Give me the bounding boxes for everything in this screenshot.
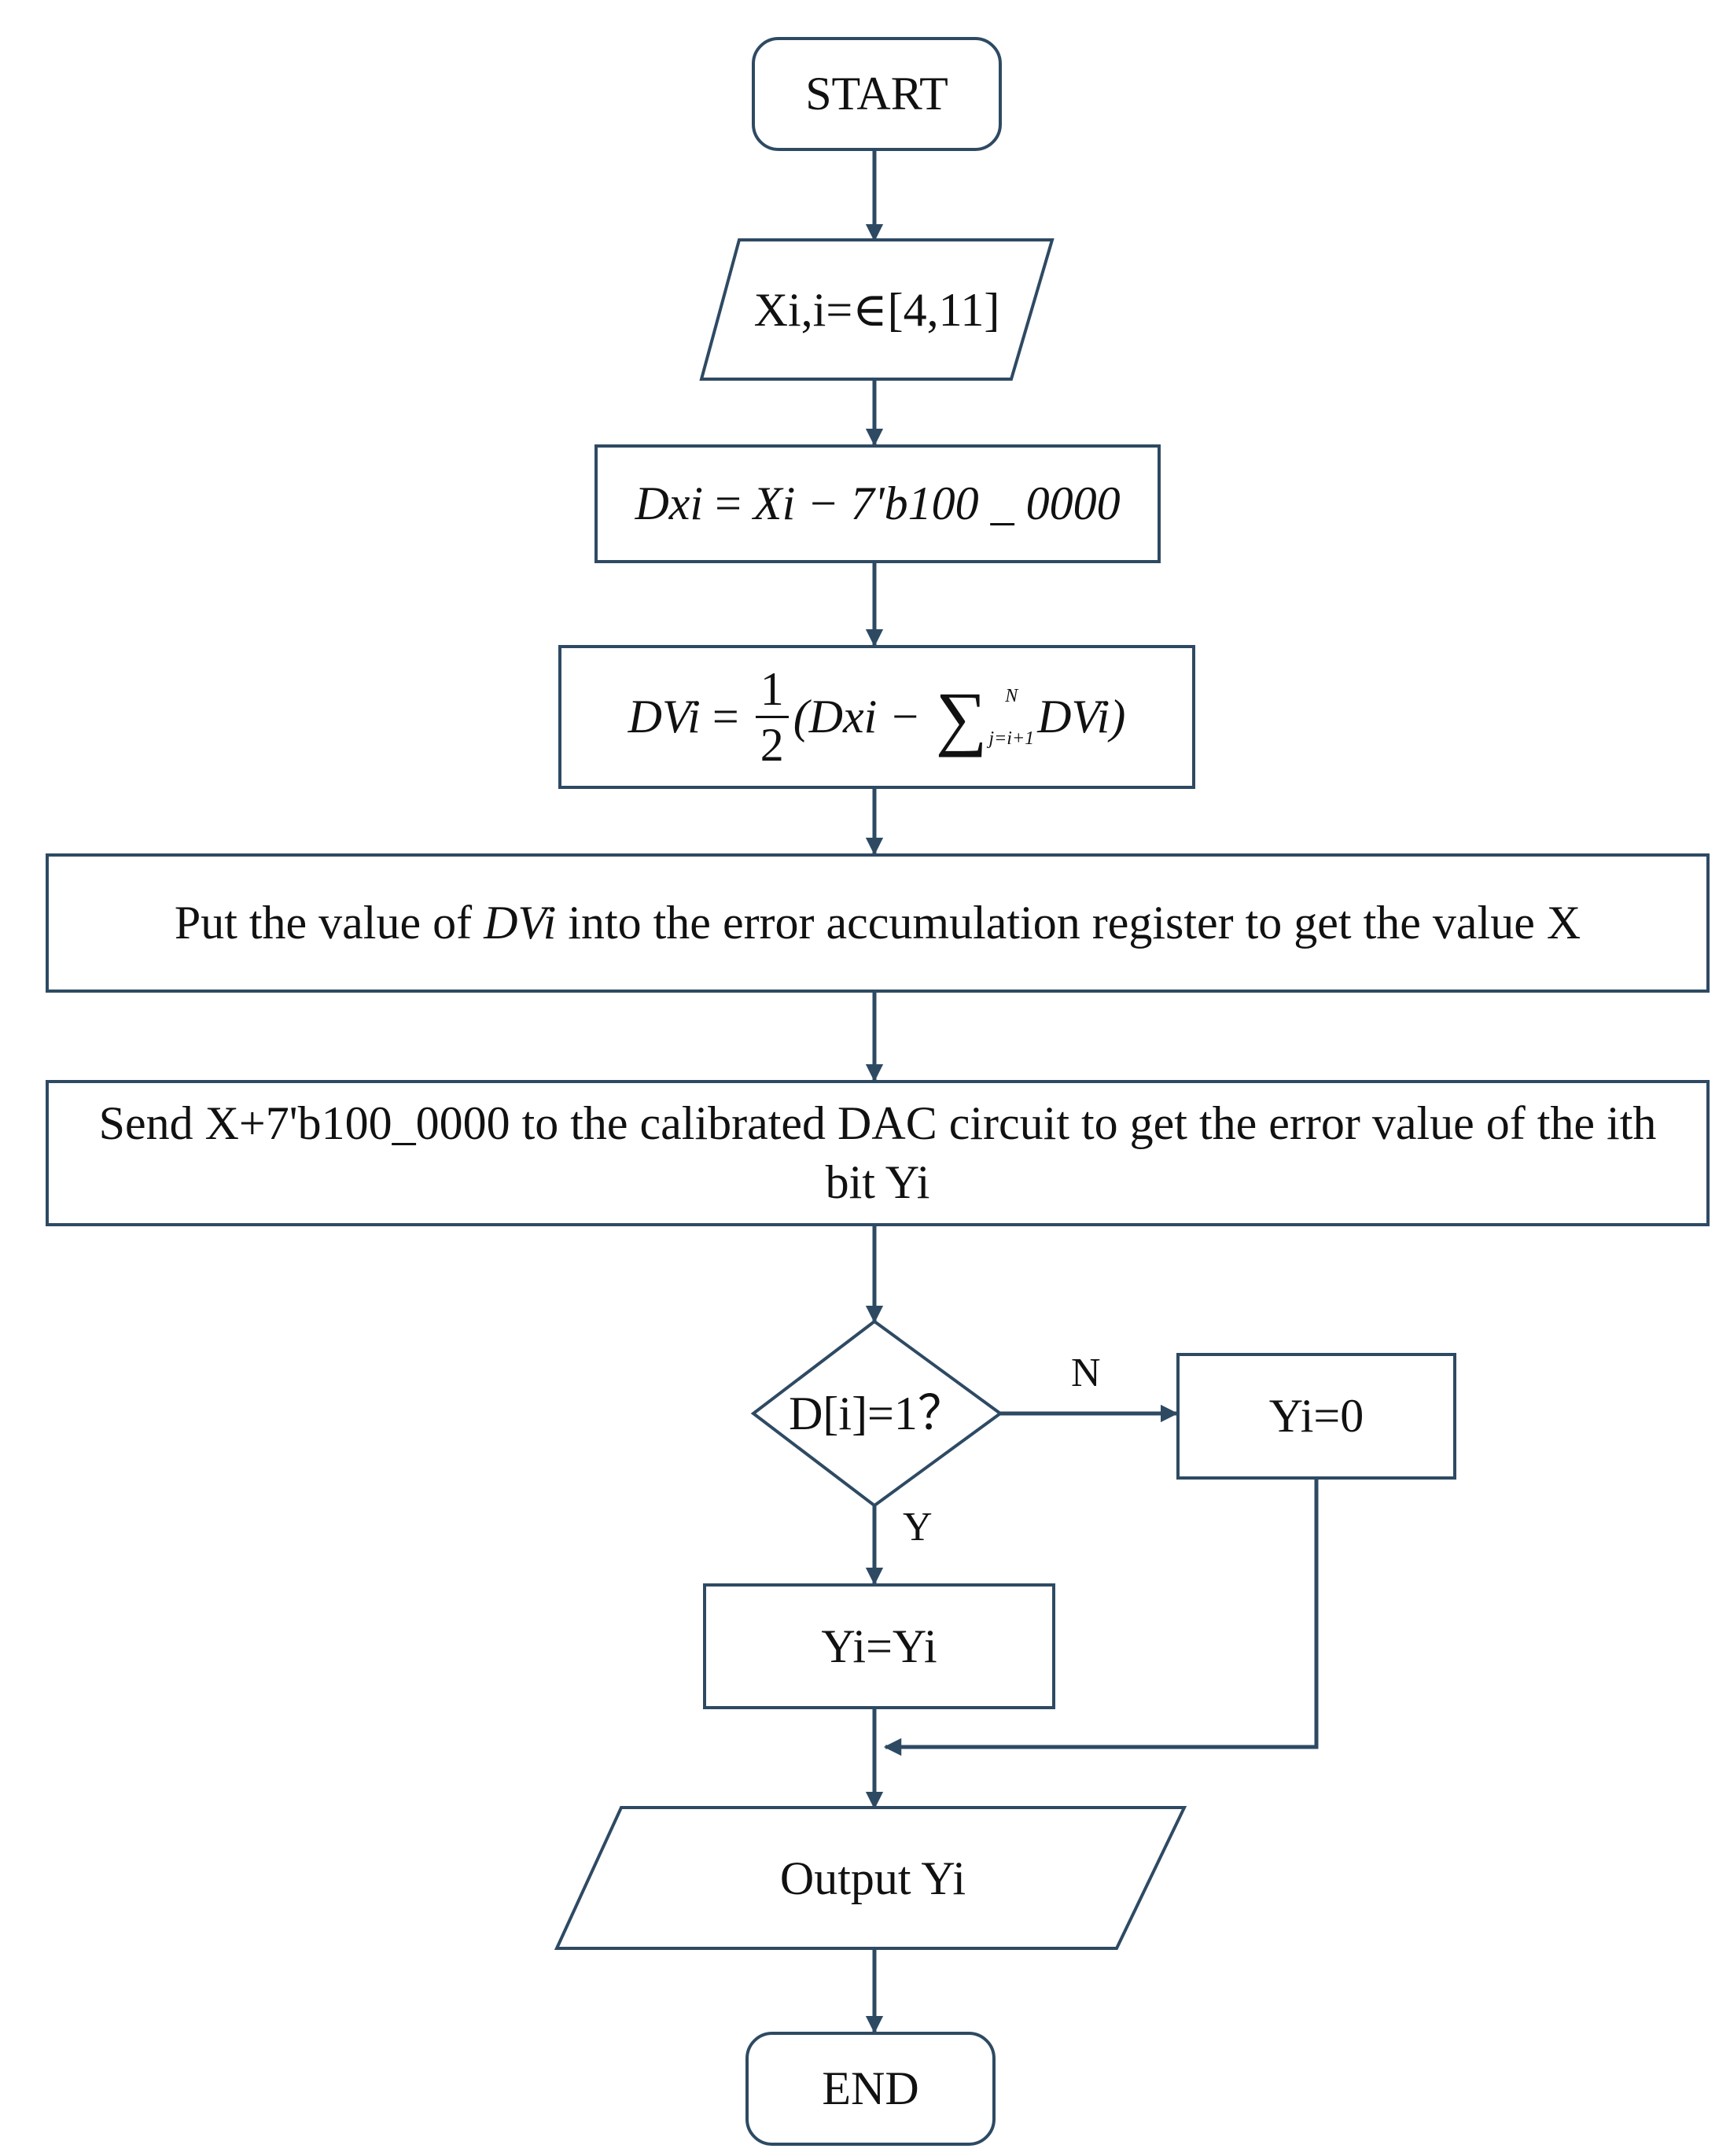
yi-yi-label: Yi=Yi xyxy=(821,1620,937,1672)
start-terminator: START xyxy=(752,37,1002,151)
yi-zero-label: Yi=0 xyxy=(1268,1390,1364,1442)
yes-branch-label: Y xyxy=(903,1505,933,1550)
accumulate-process-box: Put the value of DVi into the error accu… xyxy=(46,853,1710,993)
no-branch-label: N xyxy=(1071,1351,1101,1395)
dxi-process-box: Dxi = Xi − 7'b100 _ 0000 xyxy=(594,444,1161,563)
arrow-yi-zero-merge xyxy=(883,1480,1319,1756)
start-label: START xyxy=(805,68,948,120)
send-label: Send X+7'b100_0000 to the calibrated DAC… xyxy=(98,1097,1657,1208)
accumulate-label: Put the value of DVi into the error accu… xyxy=(174,897,1581,949)
output-parallelogram xyxy=(554,1806,1187,1950)
output-label: Output Yi xyxy=(779,1852,966,1904)
end-terminator: END xyxy=(745,2032,996,2146)
yi-zero-box: Yi=0 xyxy=(1176,1353,1456,1480)
input-label: Xi,i=∈[4,11] xyxy=(753,283,1000,336)
dxi-formula: Dxi = Xi − 7'b100 _ 0000 xyxy=(635,477,1121,529)
send-process-box: Send X+7'b100_0000 to the calibrated DAC… xyxy=(46,1080,1710,1226)
end-label: END xyxy=(822,2062,919,2114)
input-parallelogram xyxy=(699,238,1055,381)
dvi-fraction: 1 2 xyxy=(755,665,789,768)
decision-label: D[i]=1？ xyxy=(789,1388,965,1439)
yi-yi-box: Yi=Yi xyxy=(703,1583,1055,1709)
